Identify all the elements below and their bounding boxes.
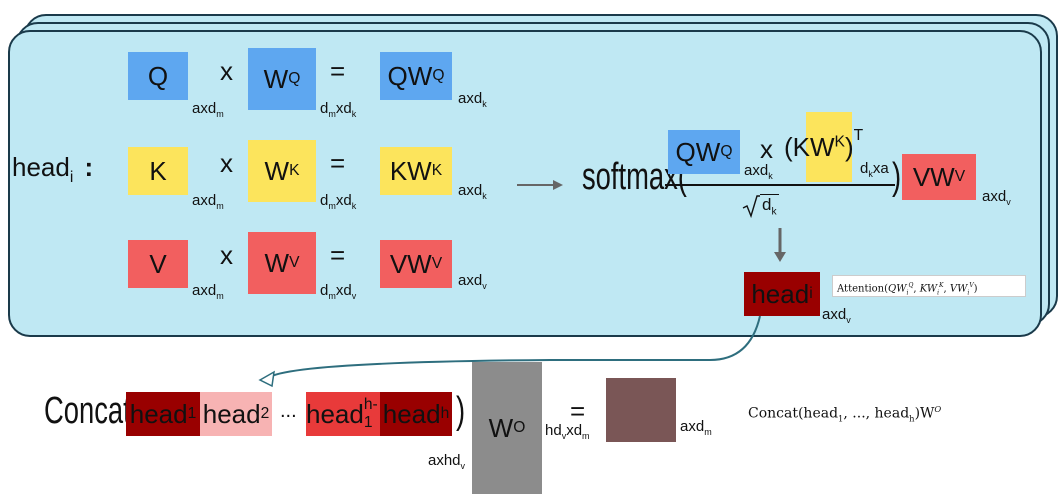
equals-op: = (330, 56, 346, 86)
key-dim: axdm (192, 192, 224, 211)
concat-equals: = (570, 396, 586, 426)
query-projection-dim: axdk (458, 90, 487, 109)
concat-ellipsis: ... (280, 400, 297, 422)
output-weight-dim: hdvxdm (545, 422, 590, 441)
head-i-output-dim: axdv (822, 306, 851, 325)
attention-formula: Attention(QWiQ, KWiK, VWiV) (832, 275, 1026, 297)
query-dim: axdm (192, 100, 224, 119)
softmax-key-dim: dkxa (860, 160, 889, 179)
times-op: x (220, 56, 233, 86)
value-matrix: V (128, 240, 188, 288)
key-weight-dim: dmxdk (320, 192, 357, 211)
times-op: x (220, 148, 233, 178)
down-arrow-icon (774, 228, 786, 262)
multihead-output (606, 378, 676, 442)
key-projection-dim: axdk (458, 182, 487, 201)
softmax-close-paren: ) (892, 156, 902, 198)
softmax-key-highlight (806, 112, 852, 182)
equals-op: = (330, 148, 346, 178)
softmax-denominator: dk (760, 194, 779, 218)
concat-close-paren: ) (456, 390, 466, 432)
times-op: x (220, 240, 233, 270)
concat-label: Concat( (44, 390, 140, 432)
sqrt-icon (742, 195, 760, 218)
softmax-times: x (760, 134, 773, 164)
softmax-query-dim: axdk (744, 162, 773, 181)
multihead-output-dim: axdm (680, 418, 712, 437)
fraction-bar (665, 184, 895, 186)
concat-dim: axhdv (428, 452, 466, 471)
value-weight-dim: dmxdv (320, 282, 357, 301)
curved-arrow-icon (258, 315, 761, 388)
equals-op: = (330, 240, 346, 270)
softmax-value-dim: axdv (982, 188, 1011, 207)
right-arrow-icon (517, 180, 563, 190)
multihead-formula: Concat(head1, ..., headh)WO (748, 404, 942, 424)
query-matrix: Q (128, 52, 188, 100)
head-i-label: headi : (12, 152, 94, 187)
softmax-key-transpose: (KWK)T (784, 127, 864, 162)
value-dim: axdm (192, 282, 224, 301)
value-projection-dim: axdv (458, 272, 487, 291)
key-matrix: K (128, 147, 188, 195)
query-weight-dim: dmxdk (320, 100, 357, 119)
